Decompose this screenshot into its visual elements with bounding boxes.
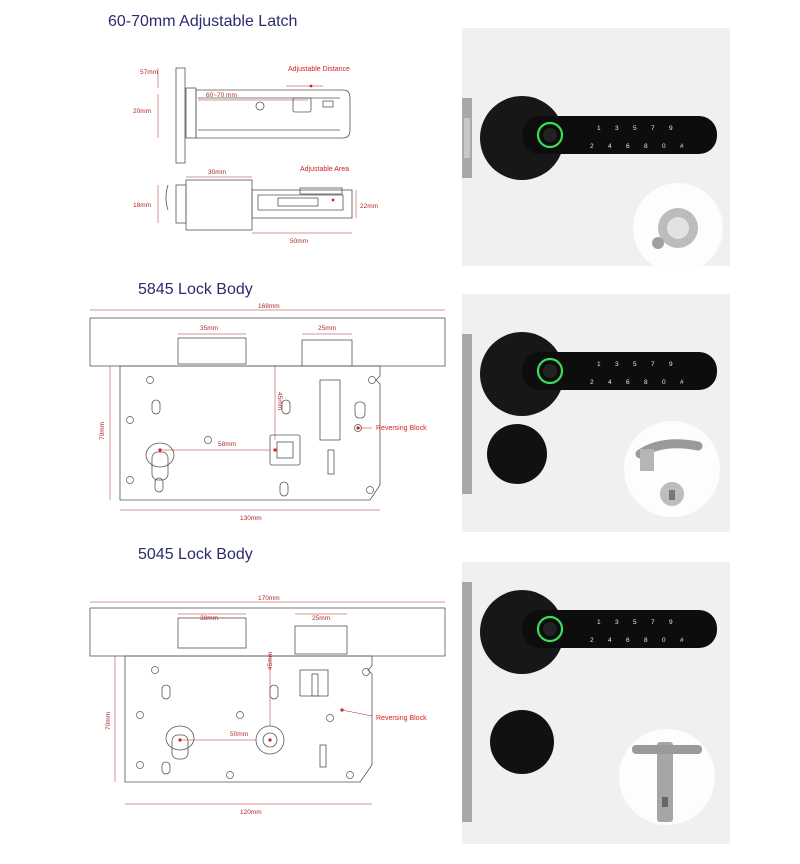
key-hash: #	[680, 379, 684, 386]
key-9: 9	[669, 125, 673, 132]
key-5: 5	[633, 361, 637, 368]
key-0: 0	[662, 379, 666, 386]
label-20mm: 20mm	[133, 108, 151, 115]
key-4: 4	[608, 379, 612, 386]
key-9: 9	[669, 361, 673, 368]
key-6: 6	[626, 143, 630, 150]
key-3: 3	[615, 361, 619, 368]
key-9: 9	[669, 619, 673, 626]
latch-diagram: 57mm 20mm 60~70 mm Adjustable Distance 3…	[133, 66, 378, 245]
key-2: 2	[590, 379, 594, 386]
label-45mm: 45mm	[276, 392, 283, 410]
label-70mm-5045: 70mm	[105, 712, 112, 730]
section-title-latch: 60-70mm Adjustable Latch	[108, 13, 298, 30]
lock-body-5845-diagram: 168mm 35mm 25mm 45mm 70mm 58mm 130mm Rev…	[89, 303, 446, 522]
key-7: 7	[651, 619, 655, 626]
key-hash: #	[680, 143, 684, 150]
key-6: 6	[626, 379, 630, 386]
key-4: 4	[608, 637, 612, 644]
lock-handle-photo-2: 1 3 5 7 9 2 4 6 8 0 #	[462, 294, 730, 532]
key-1: 1	[597, 361, 601, 368]
label-adjustable-distance: Adjustable Distance	[288, 66, 350, 73]
key-8: 8	[644, 143, 648, 150]
label-25mm-5045: 25mm	[312, 615, 330, 622]
label-170mm: 170mm	[258, 595, 280, 602]
key-0: 0	[662, 637, 666, 644]
label-57mm: 57mm	[140, 69, 158, 76]
label-58mm: 58mm	[218, 441, 236, 448]
label-25mm: 25mm	[318, 325, 336, 332]
label-120mm: 120mm	[240, 809, 262, 816]
key-1: 1	[597, 125, 601, 132]
lock-handle-photo-1: 1 3 5 7 9 2 4 6 8 0 #	[462, 28, 730, 266]
label-22mm: 22mm	[360, 203, 378, 210]
key-8: 8	[644, 379, 648, 386]
lock-handle-photo-3: 1 3 5 7 9 2 4 6 8 0 #	[462, 562, 730, 844]
label-38mm: 38mm	[200, 615, 218, 622]
key-hash: #	[680, 637, 684, 644]
label-50mm: 50mm	[290, 238, 308, 245]
key-2: 2	[590, 637, 594, 644]
key-5: 5	[633, 619, 637, 626]
label-reversing-block-5845: Reversing Block	[376, 425, 427, 432]
key-8: 8	[644, 637, 648, 644]
section-title-5845: 5845 Lock Body	[138, 281, 253, 298]
section-title-5045: 5045 Lock Body	[138, 546, 253, 563]
key-5: 5	[633, 125, 637, 132]
label-45mm-5045: 45mm	[267, 652, 274, 670]
label-168mm: 168mm	[258, 303, 280, 310]
key-7: 7	[651, 125, 655, 132]
key-6: 6	[626, 637, 630, 644]
label-70mm: 70mm	[99, 422, 106, 440]
key-4: 4	[608, 143, 612, 150]
label-18mm: 18mm	[133, 202, 151, 209]
label-35mm: 35mm	[200, 325, 218, 332]
key-0: 0	[662, 143, 666, 150]
key-3: 3	[615, 125, 619, 132]
key-3: 3	[615, 619, 619, 626]
lock-body-5045-diagram: 170mm 38mm 25mm 45mm 70mm 50mm 120mm Rev…	[89, 595, 446, 816]
label-reversing-block-5045: Reversing Block	[376, 715, 427, 722]
key-2: 2	[590, 143, 594, 150]
key-1: 1	[597, 619, 601, 626]
label-30mm: 30mm	[208, 169, 226, 176]
label-130mm: 130mm	[240, 515, 262, 522]
label-50mm-5045: 50mm	[230, 731, 248, 738]
key-7: 7	[651, 361, 655, 368]
label-range: 60~70 mm	[206, 92, 237, 99]
label-adjustable-area: Adjustable Area	[300, 166, 349, 173]
